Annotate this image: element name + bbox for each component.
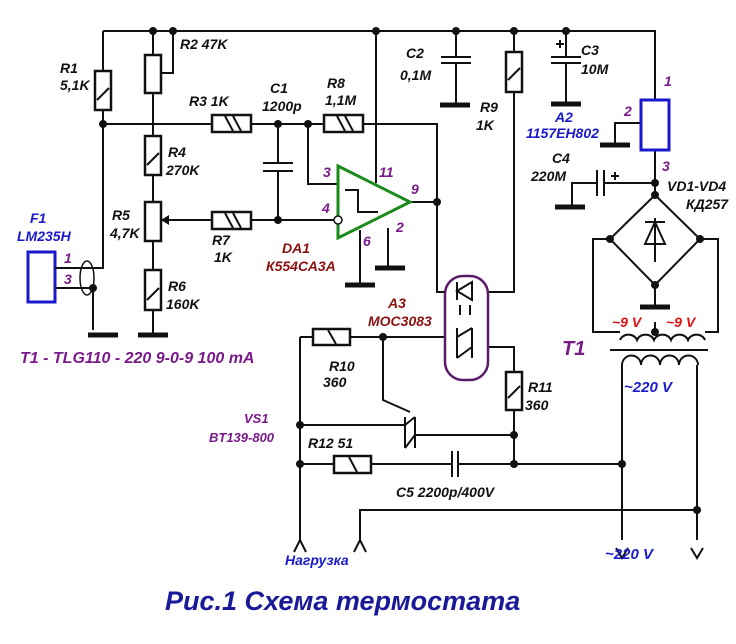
label-r8-value: 1,1M (325, 92, 356, 108)
resistors (93, 50, 524, 475)
resistor-r6 (143, 268, 163, 312)
label-da1-part: К554СА3А (266, 258, 336, 274)
label-r1-ref: R1 (60, 60, 78, 76)
resistor-r3 (210, 113, 253, 134)
label-r5-ref: R5 (112, 207, 130, 223)
label-r10-value: 360 (323, 374, 347, 390)
triac-vs1 (404, 416, 416, 449)
label-r3: R3 1K (189, 93, 230, 109)
a2-pin-2: 2 (623, 103, 632, 119)
label-a2-part: 1157ЕН802 (526, 125, 599, 141)
capacitors (263, 40, 619, 477)
label-c1-ref: C1 (270, 80, 288, 96)
label-r7-ref: R7 (212, 232, 231, 248)
label-r9-ref: R9 (480, 99, 498, 115)
potentiometer-r5 (143, 200, 163, 243)
label-r7-value: 1K (214, 249, 233, 265)
a2-pin-3: 3 (662, 158, 670, 174)
resistor-r1 (93, 69, 113, 112)
resistor-r9 (504, 50, 524, 94)
label-r2: R2 47K (180, 36, 228, 52)
pin-3: 3 (323, 164, 331, 180)
terminal-arrows (293, 537, 704, 560)
resistor-r4 (143, 134, 163, 177)
sensor-f1 (26, 250, 103, 304)
label-vd-part: КД257 (686, 196, 729, 212)
label-vd-ref: VD1-VD4 (667, 178, 726, 194)
label-c1-value: 1200p (262, 98, 302, 114)
label-transformer-spec: T1 - TLG110 - 220 9-0-9 100 mA (20, 350, 254, 367)
label-r12: R12 51 (308, 435, 353, 451)
label-a3-ref: A3 (387, 295, 406, 311)
label-r5-value: 4,7K (109, 225, 140, 241)
figure-caption: Рис.1 Схема термостата (165, 586, 520, 616)
label-c3-value: 10M (581, 61, 609, 77)
f1-pin-1: 1 (64, 250, 72, 266)
label-f1-ref: F1 (30, 210, 47, 226)
grounds (88, 101, 670, 338)
label-r8-ref: R8 (327, 75, 345, 91)
label-r1-value: 5,1K (60, 77, 90, 93)
label-r9-value: 1K (476, 117, 495, 133)
resistor-r8 (322, 113, 365, 134)
regulator-a2 (639, 98, 671, 152)
diode-bridge (608, 193, 702, 287)
label-da1-ref: DA1 (282, 240, 310, 256)
label-load: Нагрузка (285, 552, 349, 568)
pin-11: 11 (379, 164, 394, 180)
label-a2-ref: A2 (554, 109, 573, 125)
optocoupler-a3 (443, 274, 490, 382)
resistor-r7 (210, 210, 253, 231)
a2-pin-1: 1 (664, 73, 672, 89)
pin-2: 2 (395, 219, 404, 235)
label-r11-value: 360 (525, 397, 549, 413)
pin-6: 6 (363, 233, 371, 249)
pin-9: 9 (411, 181, 419, 197)
label-r4-value: 270K (165, 162, 200, 178)
label-t1-ref: T1 (562, 338, 585, 360)
label-vs1-part: BT139-800 (209, 430, 275, 445)
label-vs1-ref: VS1 (244, 411, 269, 426)
label-r11-ref: R11 (528, 379, 553, 395)
label-t1-sec-left: ~9 V (612, 314, 643, 330)
opamp-da1 (333, 163, 414, 241)
label-a3-part: MOC3083 (368, 313, 432, 329)
junction-dots (89, 27, 704, 514)
label-c5: C5 2200p/400V (396, 484, 496, 500)
labels: R1 5,1K R2 47K R3 1K C1 1200p R8 1,1M R4… (17, 36, 729, 616)
label-r4-ref: R4 (168, 144, 186, 160)
label-f1-part: LM235H (17, 228, 72, 244)
label-r6-value: 160K (166, 296, 200, 312)
potentiometer-r2 (143, 53, 163, 95)
f1-pin-3: 3 (64, 271, 72, 287)
label-r6-ref: R6 (168, 278, 186, 294)
label-r10-ref: R10 (329, 358, 355, 374)
transformer-t1 (610, 333, 708, 366)
wires (82, 30, 719, 540)
label-c2-ref: C2 (406, 45, 424, 61)
label-mains: ~220 V (605, 546, 655, 563)
pin-4: 4 (321, 200, 330, 216)
label-c4-value: 220M (530, 168, 566, 184)
label-c2-value: 0,1M (400, 67, 431, 83)
label-c3-ref: C3 (581, 42, 599, 58)
label-t1-primary: ~220 V (624, 379, 674, 396)
label-c4-ref: C4 (552, 150, 570, 166)
label-t1-sec-right: ~9 V (666, 314, 697, 330)
